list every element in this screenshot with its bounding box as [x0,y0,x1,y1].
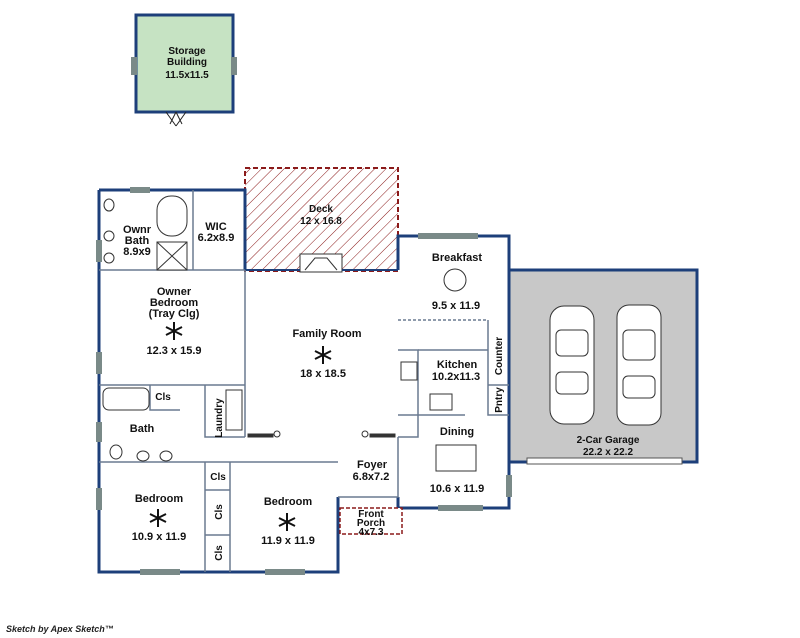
storage-label-line1: Storage [168,46,206,57]
garage-dims: 22.2 x 22.2 [583,447,633,458]
ownr-bath-line1: Ownr [123,224,152,236]
owner-bedroom-dims: 12.3 x 15.9 [146,345,201,357]
ownr-bath-line2: Bath [125,235,150,247]
interior-walls [99,190,509,572]
garage: 2-Car Garage 22.2 x 22.2 [507,268,699,465]
wic-label: WIC [205,221,226,233]
front-porch-dims: 4x7.3 [358,527,383,538]
room-labels: Ownr Bath 8.9x9 WIC 6.2x8.9 Owner Bedroo… [123,221,505,561]
front-porch-line2: Porch [357,518,385,529]
storage-building: Storage Building 11.5x11.5 [131,13,237,127]
pantry-label: Pntry [494,387,505,413]
counter-label: Counter [494,337,505,375]
bedroom-left-label: Bedroom [135,493,184,505]
storage-dims: 11.5x11.5 [165,70,209,81]
owner-bedroom-line2: Bedroom [150,297,199,309]
laundry-label: Laundry [214,398,225,438]
front-porch-line1: Front [358,509,384,520]
storage-label-line2: Building [167,57,207,68]
foyer-label: Foyer [357,459,388,471]
garage-label: 2-Car Garage [577,435,640,446]
bedroom-left-dims: 10.9 x 11.9 [132,531,186,543]
closet-label: Cls [155,392,171,403]
ownr-bath-dims: 8.9x9 [123,246,151,258]
kitchen-dims: 10.2x11.3 [432,371,480,383]
owner-bedroom-line3: (Tray Clg) [149,308,200,320]
car-icon [616,304,662,426]
dining-label: Dining [440,426,474,438]
bath-label: Bath [130,423,155,435]
deck-label: Deck [309,204,333,215]
windows [96,187,512,575]
closet-label: Cls [214,504,225,520]
closet-label: Cls [210,472,226,483]
family-room-label: Family Room [292,328,361,340]
bedroom-right-label: Bedroom [264,496,313,508]
kitchen-label: Kitchen [437,359,478,371]
wic-dims: 6.2x8.9 [198,232,235,244]
family-room-dims: 18 x 18.5 [300,368,346,380]
front-porch: Front Porch 4x7.3 [339,507,403,538]
bedroom-right-dims: 11.9 x 11.9 [261,535,315,547]
ceiling-fan-icons [149,322,332,531]
deck: Deck 12 x 16.8 [244,167,399,273]
deck-dims: 12 x 16.8 [300,216,342,227]
fixtures [102,195,477,472]
owner-bedroom-line1: Owner [157,286,192,298]
sketch-credit: Sketch by Apex Sketch™ [6,624,114,634]
breakfast-label: Breakfast [432,252,482,264]
breakfast-dims: 9.5 x 11.9 [432,300,480,312]
dining-dims: 10.6 x 11.9 [430,483,484,495]
foyer-dims: 6.8x7.2 [353,471,390,483]
closet-label: Cls [214,545,225,561]
car-icon [549,305,595,425]
